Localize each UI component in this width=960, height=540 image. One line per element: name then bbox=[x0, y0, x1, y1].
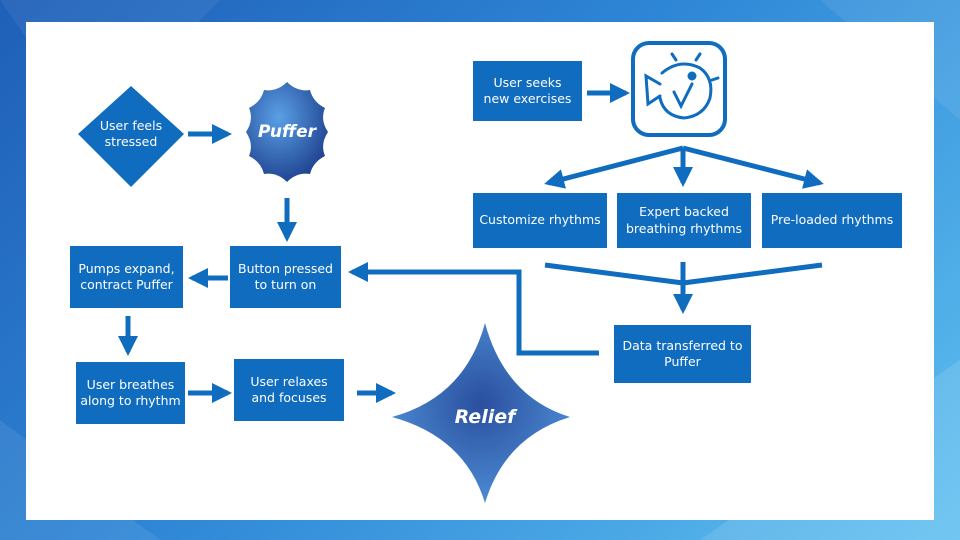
relief-shape bbox=[392, 323, 570, 503]
node-pumps: Pumps expand, contract Puffer bbox=[70, 246, 183, 308]
node-relaxes: User relaxes and focuses bbox=[234, 359, 344, 421]
node-puffer: Puffer bbox=[257, 122, 317, 142]
merge-line-left bbox=[544, 262, 684, 286]
node-relief: Relief bbox=[454, 406, 516, 428]
node-stressed: User feels stressed bbox=[99, 117, 163, 149]
node-transferred: Data transferred to Puffer bbox=[614, 325, 751, 383]
node-preloaded: Pre-loaded rhythms bbox=[762, 193, 902, 248]
node-seeks: User seeks new exercises bbox=[473, 61, 582, 121]
node-expert: Expert backed breathing rhythms bbox=[617, 193, 751, 248]
puffer-shape bbox=[246, 82, 328, 182]
merge-line-right bbox=[682, 262, 823, 286]
node-customize: Customize rhythms bbox=[473, 193, 607, 248]
puffer-fish-icon bbox=[644, 52, 720, 120]
arrow-app-to-customize bbox=[544, 145, 684, 189]
stressed-diamond bbox=[78, 86, 184, 187]
node-button: Button pressed to turn on bbox=[230, 246, 341, 308]
arrow-app-to-preloaded bbox=[682, 145, 824, 189]
arrow-transferred-to-button bbox=[348, 262, 599, 356]
node-breathes: User breathes along to rhythm bbox=[76, 362, 185, 424]
